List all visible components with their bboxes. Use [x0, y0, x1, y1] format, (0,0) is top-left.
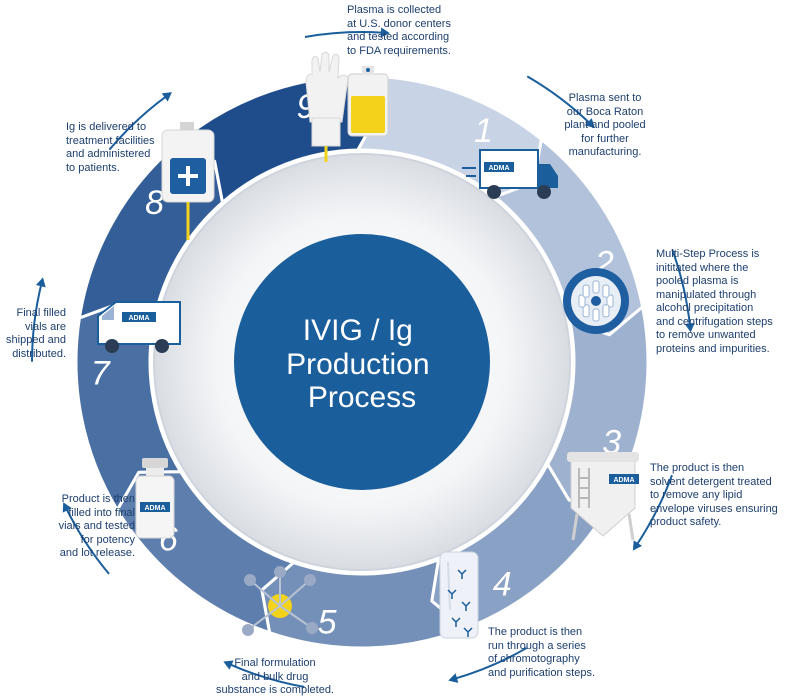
connector-arrow-4: [453, 647, 528, 680]
step-number-4: 4: [493, 565, 512, 603]
connector-arrowhead-5: [223, 660, 234, 670]
step-number-8: 8: [145, 184, 164, 222]
center-title-line-2: Production: [286, 348, 429, 381]
caption-step-2: Plasma sent to our Boca Raton plant and …: [564, 92, 646, 158]
connector-arrow-7: [31, 283, 43, 362]
connector-arrow-8: [108, 94, 168, 151]
brand-label: ADMA: [145, 505, 166, 512]
connector-arrow-2: [671, 249, 692, 327]
connector-arrowhead-7: [35, 277, 46, 288]
caption-step-1: Plasma is collected at U.S. donor center…: [347, 4, 451, 57]
center-title-line-1: IVIG / Ig: [303, 314, 413, 347]
plasma-bag-glove-icon: [305, 51, 389, 162]
connector-arrowhead-9: [380, 27, 390, 38]
connector-arrowhead-8: [161, 92, 172, 102]
caption-step-5: The product is then run through a series…: [488, 626, 596, 679]
center-title-line-3: Process: [308, 381, 416, 414]
brand-label: ADMA: [614, 477, 635, 484]
connector-arrowhead-1: [584, 118, 595, 128]
center-circle: [234, 234, 490, 490]
centrifuge-icon: [563, 268, 629, 334]
caption-step-4: The product is then solvent detergent tr…: [650, 462, 778, 528]
process-ring: [74, 74, 650, 650]
connector-arrowhead-2: [684, 322, 695, 333]
step-number-3: 3: [602, 423, 621, 461]
molecule-icon: [242, 566, 318, 636]
brand-label: ADMA: [129, 315, 150, 322]
connector-arrow-5: [228, 663, 305, 688]
connector-arrow-6: [64, 507, 110, 575]
center-title: IVIG / Ig Production Process: [286, 314, 438, 414]
caption-step-6: Final formulation and bulk drug substanc…: [215, 657, 334, 696]
tank-icon: ADMA: [567, 452, 639, 541]
truck-icon: ADMA: [462, 149, 558, 199]
iv-bag-icon: [161, 122, 215, 240]
connector-arrow-1: [526, 75, 592, 125]
step-number-5: 5: [318, 604, 337, 642]
connector-arrowhead-3: [632, 540, 643, 551]
step-number-1: 1: [474, 112, 493, 150]
caption-step-3: Multi-Step Process is inititated where t…: [656, 248, 773, 355]
chromatography-column-icon: [439, 551, 479, 639]
connector-arrowhead-6: [62, 502, 72, 513]
ring-segment-5: [260, 558, 467, 650]
connector-arrow-9: [304, 31, 384, 38]
caption-step-7: Product is then filled into final vials …: [58, 493, 135, 559]
vial-icon: ADMA: [135, 458, 175, 539]
brand-label: ADMA: [489, 165, 510, 172]
caption-step-8: Final filled vials are shipped and distr…: [6, 307, 66, 360]
caption-step-9: Ig is delivered to treatment facilities …: [66, 121, 155, 174]
step-icons: ADMA ADMA ADMA ADMA: [97, 51, 639, 639]
connector-arrowhead-4: [448, 673, 459, 683]
connector-arrow-3: [635, 474, 673, 547]
step-number-7: 7: [91, 355, 111, 393]
van-icon: ADMA: [97, 301, 181, 353]
outer-arrows: [31, 27, 695, 688]
